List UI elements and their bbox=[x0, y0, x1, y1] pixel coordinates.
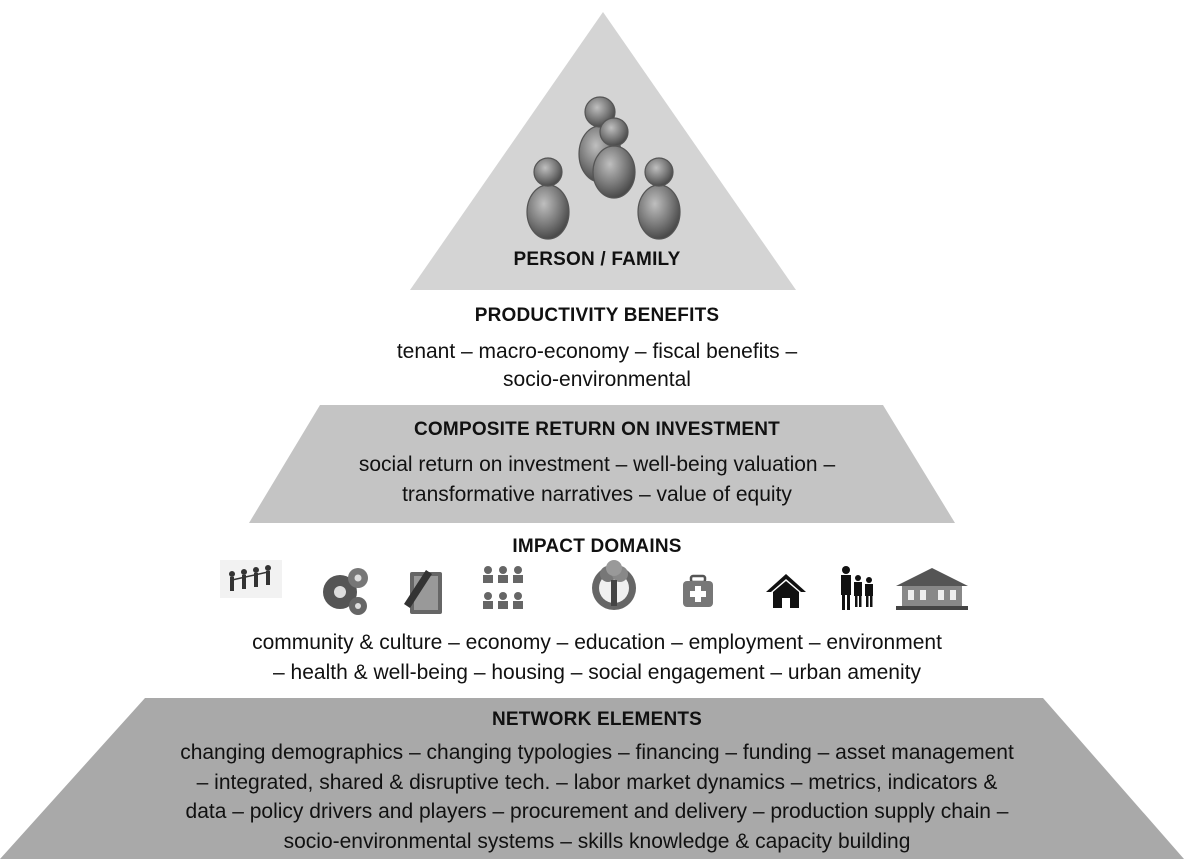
housing-house-icon bbox=[766, 574, 806, 608]
economy-gears-icon bbox=[323, 568, 368, 615]
network-heading: NETWORK ELEMENTS bbox=[491, 709, 703, 730]
network-line-3: data – policy drivers and players – proc… bbox=[185, 800, 1009, 823]
network-line-4: socio-environmental systems – skills kno… bbox=[283, 830, 911, 853]
impact-line-2: – health & well-being – housing – social… bbox=[273, 661, 921, 684]
pyramid-network-tier bbox=[0, 698, 1184, 859]
health-medical-kit-icon bbox=[683, 574, 713, 607]
people-icon bbox=[526, 96, 681, 240]
urban-amenity-building-icon bbox=[896, 568, 968, 610]
impact-line-1: community & culture – economy – educatio… bbox=[252, 631, 942, 654]
network-line-1: changing demographics – changing typolog… bbox=[180, 741, 1014, 764]
productivity-line-2: socio-environmental bbox=[503, 368, 691, 391]
productivity-heading: PRODUCTIVITY BENEFITS bbox=[474, 305, 720, 326]
community-culture-icon bbox=[220, 560, 282, 598]
composite-line-2: transformative narratives – value of equ… bbox=[402, 483, 792, 506]
pyramid-composite-tier bbox=[249, 405, 955, 523]
apex-label: PERSON / FAMILY bbox=[513, 249, 681, 270]
social-engagement-people-icon bbox=[841, 566, 873, 610]
network-line-2: – integrated, shared & disruptive tech. … bbox=[196, 771, 998, 794]
composite-heading: COMPOSITE RETURN ON INVESTMENT bbox=[414, 419, 780, 440]
education-book-icon bbox=[404, 570, 442, 614]
impact-heading: IMPACT DOMAINS bbox=[512, 536, 682, 557]
employment-people-icon bbox=[483, 566, 523, 609]
productivity-line-1: tenant – macro-economy – fiscal benefits… bbox=[396, 340, 798, 363]
composite-line-1: social return on investment – well-being… bbox=[358, 453, 836, 476]
environment-tree-icon bbox=[592, 560, 636, 610]
